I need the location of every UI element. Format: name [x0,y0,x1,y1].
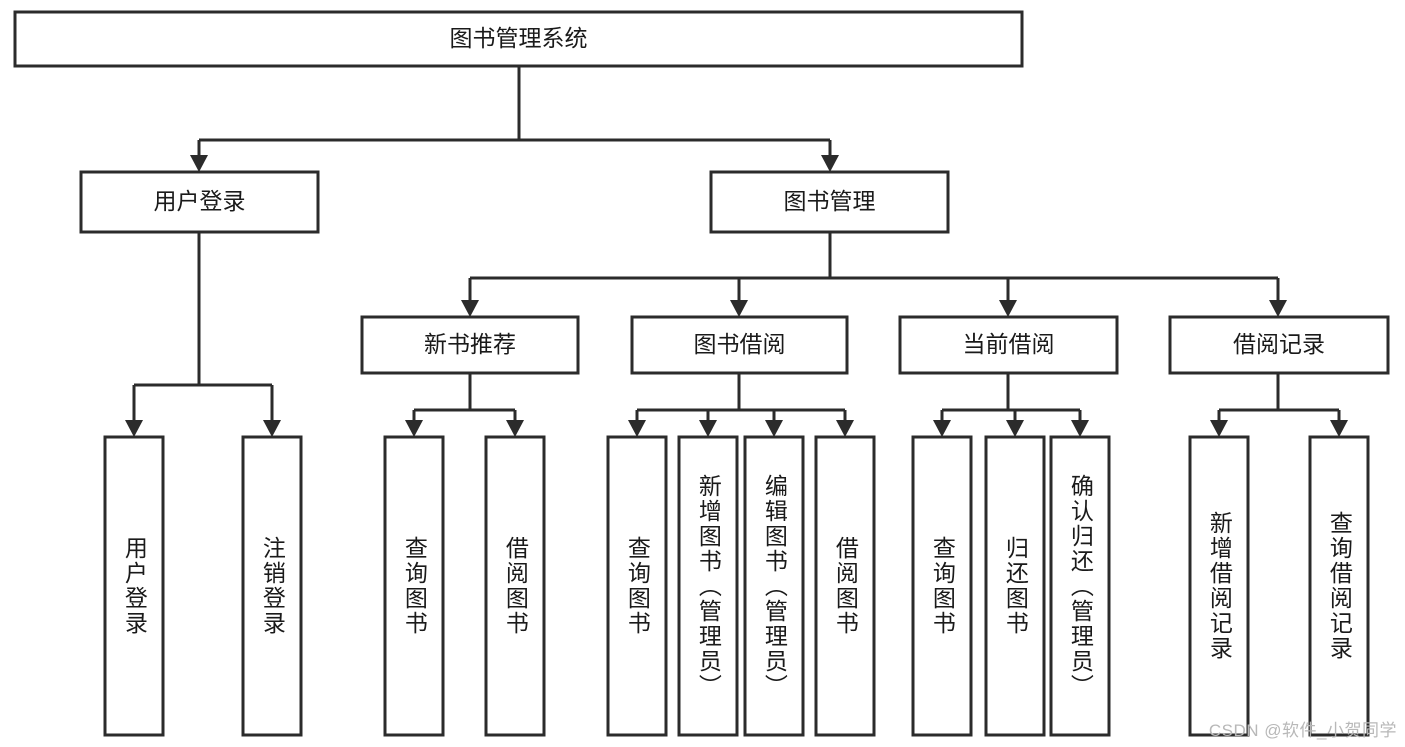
node-level3-label-3: 借阅记录 [1233,331,1325,357]
arrowhead-icon [699,420,717,437]
edge-group-level2_books_to_level3 [468,232,1280,301]
arrowhead-icon [405,420,423,437]
node-level3-1[interactable] [630,315,849,375]
node-leaf-1[interactable] [241,435,303,737]
edge-group-newbook_to_leaves [412,373,517,421]
edge-group-login_to_leaves [132,232,274,421]
node-leaf-5[interactable] [677,435,739,737]
arrowhead-icon [125,420,143,437]
node-level2-0[interactable] [79,170,320,234]
node-level2-label-1: 图书管理 [784,188,876,214]
edge-group-borrow_to_leaves [635,373,847,421]
arrowhead-icon [1006,420,1024,437]
arrowhead-icon [506,420,524,437]
node-level2-1[interactable] [709,170,950,234]
node-level2-label-0: 用户登录 [154,188,246,214]
node-level3-0[interactable] [360,315,580,375]
node-level3-label-0: 新书推荐 [424,331,516,357]
node-leaf-3[interactable] [484,435,546,737]
node-root[interactable] [13,10,1024,68]
arrowhead-icon [190,155,208,172]
edge-group-root_to_level2 [197,66,832,156]
node-leaf-9[interactable] [984,435,1046,737]
arrowhead-icon [461,300,479,317]
node-level3-2[interactable] [898,315,1119,375]
arrowhead-icon [765,420,783,437]
node-leaf-2[interactable] [383,435,445,737]
node-level3-3[interactable] [1168,315,1390,375]
arrowhead-icon [1269,300,1287,317]
arrowhead-icon [933,420,951,437]
arrowhead-icon [263,420,281,437]
arrowhead-icon [1330,420,1348,437]
arrowhead-icon [1210,420,1228,437]
node-leaf-0[interactable] [103,435,165,737]
node-leaf-12[interactable] [1308,435,1370,737]
arrowhead-icon [821,155,839,172]
node-level3-label-1: 图书借阅 [694,331,786,357]
arrowhead-icon [1071,420,1089,437]
node-root-label: 图书管理系统 [450,25,588,51]
node-level3-label-2: 当前借阅 [963,331,1055,357]
arrowhead-icon [999,300,1017,317]
edge-group-record_to_leaves [1217,373,1341,421]
node-leaf-4[interactable] [606,435,668,737]
csdn-watermark: CSDN @软件_小贺同学 [1208,721,1397,740]
boxes-layer [13,10,1390,737]
arrowhead-icon [836,420,854,437]
node-leaf-10[interactable] [1049,435,1111,737]
connectors-layer [125,66,1348,437]
node-leaf-11[interactable] [1188,435,1250,737]
edge-group-current_to_leaves [940,373,1082,421]
arrowhead-icon [730,300,748,317]
arrowhead-icon [628,420,646,437]
node-leaf-8[interactable] [911,435,973,737]
node-leaf-7[interactable] [814,435,876,737]
node-leaf-6[interactable] [743,435,805,737]
